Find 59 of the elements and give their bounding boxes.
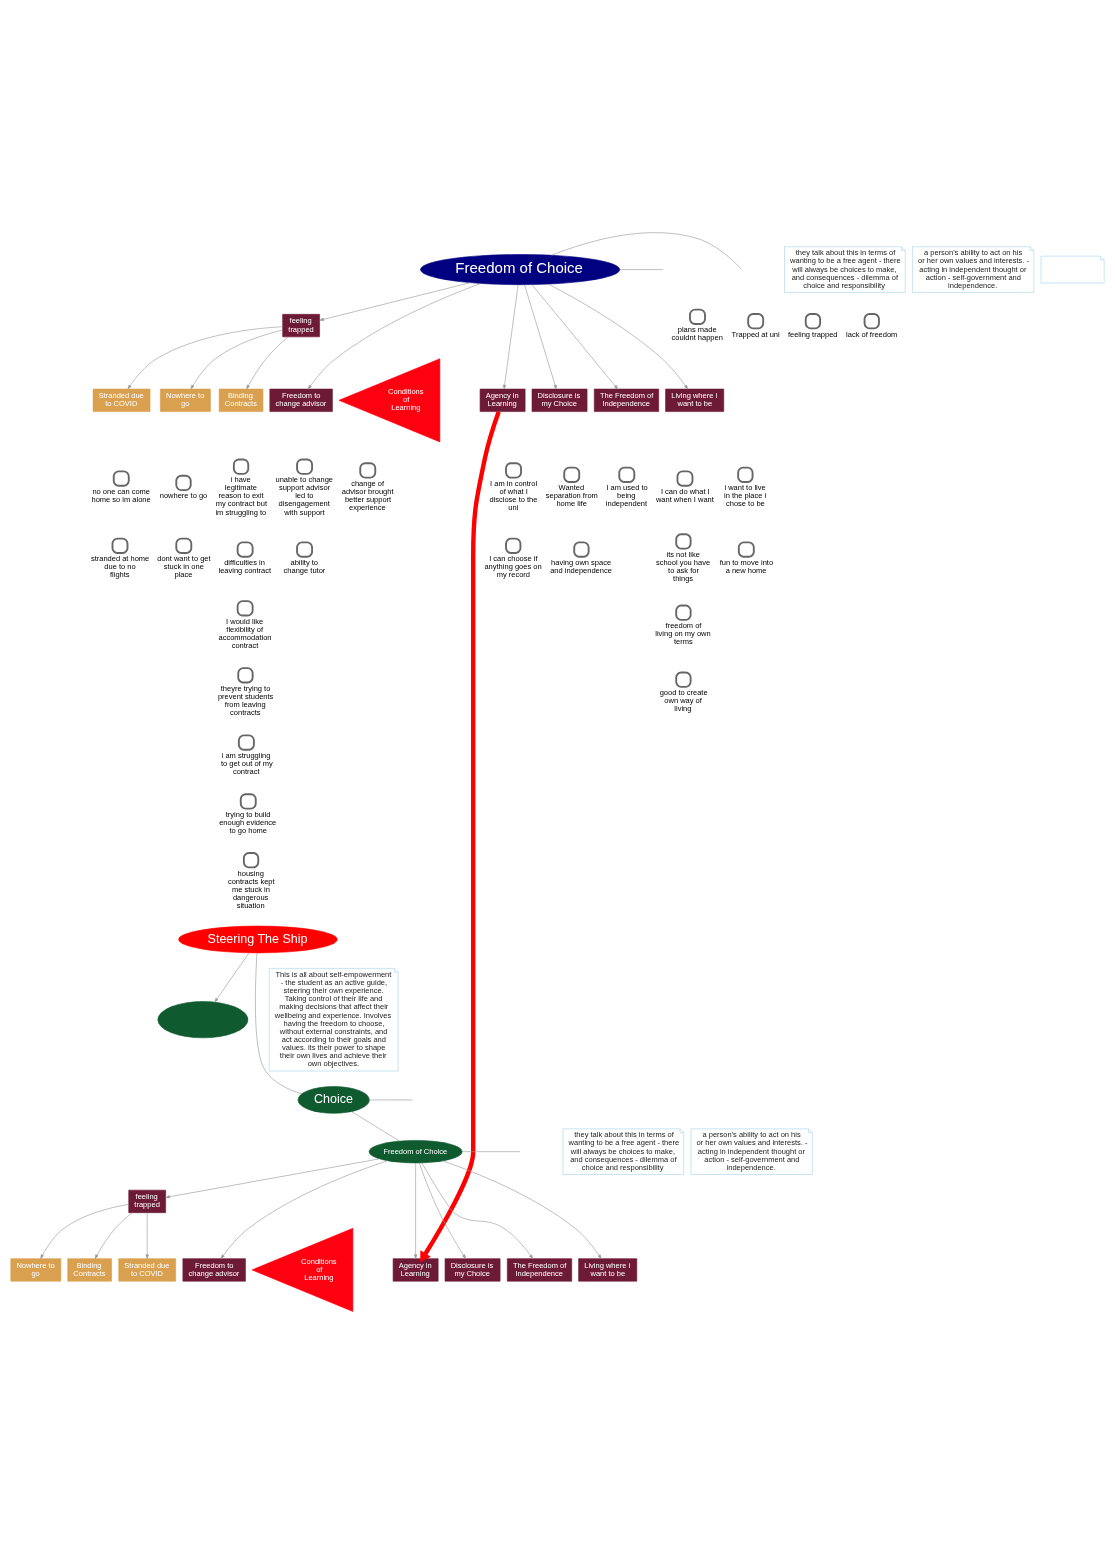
arrow: [414, 1162, 418, 1259]
node-circle: [239, 793, 257, 810]
arrow: [420, 410, 501, 1263]
node-ellipse: Choice: [297, 1086, 370, 1114]
arrow: [502, 284, 519, 390]
node-circle: [505, 537, 522, 554]
arrow: [94, 1212, 133, 1259]
connector: [255, 952, 303, 1095]
connector: [369, 1099, 413, 1101]
node-ellipse: Steering The Ship: [178, 925, 338, 954]
arrow: [531, 284, 618, 390]
arrow: [524, 284, 557, 390]
node-circle: [737, 466, 754, 483]
node-circle: [747, 313, 765, 330]
node-circle: [689, 308, 706, 325]
node-circle: [296, 458, 313, 475]
node-circle: [675, 604, 692, 621]
arrow: [418, 1162, 466, 1259]
connector: [551, 232, 742, 270]
arrow: [548, 283, 688, 390]
node-circle: [112, 470, 130, 487]
node-circle: [675, 533, 692, 550]
arrow: [442, 1160, 602, 1259]
arrow: [214, 952, 250, 1003]
arrow: [190, 329, 283, 390]
arrow: [40, 1204, 129, 1259]
node-circle: [237, 667, 254, 684]
node-circle: [175, 537, 193, 554]
arrow: [127, 326, 283, 390]
node-circle: [236, 600, 254, 617]
node-circle: [359, 462, 377, 479]
connector: [462, 1151, 521, 1152]
connector: [619, 269, 664, 270]
node-circle: [242, 852, 260, 869]
node-circle: [676, 470, 694, 487]
connector: [351, 1111, 400, 1142]
arrow: [246, 336, 289, 390]
arrow: [220, 1160, 388, 1259]
node-ellipse: Freedom of Choice: [420, 254, 621, 285]
node-circle: [618, 466, 636, 483]
node-ellipse: [157, 1001, 249, 1039]
node-circle: [505, 462, 522, 479]
arrow: [319, 282, 471, 321]
arrow: [145, 1212, 149, 1259]
node-circle: [111, 537, 129, 554]
node-circle: [175, 474, 192, 492]
node-circle: [296, 541, 313, 558]
node-circle: [573, 541, 590, 558]
node-circle: [804, 313, 822, 330]
arrow: [165, 1158, 380, 1199]
node-circle: [675, 671, 692, 688]
node-circle: [237, 734, 255, 751]
node-circle: [236, 541, 254, 558]
node-circle: [737, 541, 755, 558]
arrow: [307, 283, 482, 390]
node-circle: [863, 313, 880, 330]
arrow: [421, 1162, 533, 1259]
node-circle: [232, 458, 250, 475]
node-circle: [563, 466, 581, 483]
